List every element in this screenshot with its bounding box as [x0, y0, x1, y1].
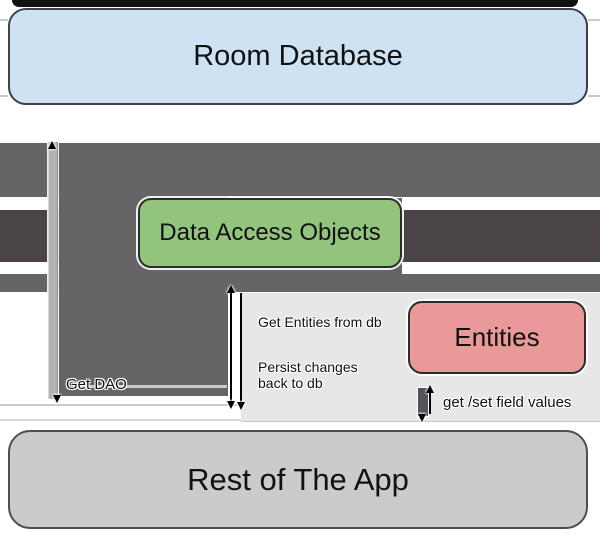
node-rest-of-the-app: Rest of The App: [8, 430, 588, 529]
edge-label-get-dao: Get DAO: [66, 376, 127, 393]
edge-label-get-set-field-values: get /set field values: [443, 394, 572, 411]
arrow-down-icon: [237, 402, 245, 410]
edge-artifact-line: [588, 19, 600, 21]
node-entities-label: Entities: [454, 322, 540, 352]
arrow-up-icon: [227, 285, 235, 293]
get-dao-arrow-bar: [48, 142, 58, 399]
get-entities-arrow-shaft: [230, 292, 232, 401]
separator-line: [0, 404, 238, 406]
edge-label-persist-changes: Persist changes back to db: [258, 359, 358, 391]
node-rest-of-app-label: Rest of The App: [187, 461, 409, 497]
arrow-down-icon: [227, 401, 235, 409]
cropped-top-shape: [12, 0, 578, 7]
arrow-down-icon: [53, 395, 61, 403]
get-set-arrow-bar: [418, 388, 428, 416]
node-entities: Entities: [408, 301, 586, 374]
arrow-down-icon: [418, 414, 426, 422]
edge-artifact-line: [0, 95, 8, 97]
node-room-database-label: Room Database: [193, 40, 403, 72]
node-dao-label: Data Access Objects: [159, 219, 381, 246]
edge-artifact-line: [588, 95, 600, 97]
get-dao-connector-line: [84, 385, 227, 388]
persist-arrow-shaft: [240, 293, 242, 402]
node-room-database: Room Database: [8, 8, 588, 105]
get-set-arrow-shaft: [429, 392, 431, 414]
edge-label-get-entities: Get Entities from db: [258, 314, 382, 330]
edge-artifact-line: [0, 19, 8, 21]
arrow-up-icon: [48, 141, 56, 149]
node-data-access-objects: Data Access Objects: [138, 198, 402, 268]
arrow-up-icon: [426, 385, 434, 393]
